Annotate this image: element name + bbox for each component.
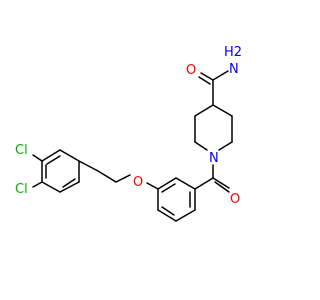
bond — [212, 177, 230, 189]
bond — [194, 141, 208, 151]
bond — [175, 209, 196, 222]
bond — [218, 141, 233, 151]
bonds — [32, 70, 233, 222]
bond — [157, 209, 177, 222]
bond — [32, 154, 43, 162]
atom-o-ether: O — [133, 175, 143, 190]
bond — [212, 70, 229, 81]
bond — [161, 183, 176, 193]
atom-n-amide: N — [229, 62, 239, 77]
bond — [198, 76, 211, 85]
bond — [59, 181, 80, 193]
bond — [46, 155, 61, 165]
bond — [41, 181, 61, 193]
atom-cl-2: Cl — [15, 182, 28, 197]
bond — [194, 104, 214, 117]
bond — [161, 206, 175, 216]
bond — [157, 177, 177, 190]
atom-o-carbonyl: O — [230, 192, 240, 207]
bond — [212, 104, 233, 117]
atom-o-amide: O — [186, 63, 196, 78]
bond — [78, 160, 99, 172]
bond — [194, 177, 214, 190]
bond — [214, 181, 230, 193]
bond — [59, 149, 80, 162]
bond — [97, 170, 117, 183]
bond — [200, 72, 214, 81]
atom-h2-amide: H2 — [224, 45, 242, 60]
molecule-structure-diagram: Cl Cl O O N O N H2 — [15, 45, 242, 222]
bond — [41, 149, 61, 162]
atom-labels: Cl Cl O O N O N H2 — [15, 45, 242, 207]
bond — [175, 177, 196, 190]
bond — [32, 181, 43, 188]
atom-cl-1: Cl — [15, 143, 28, 158]
atom-n-piperidine: N — [209, 151, 219, 166]
bond — [115, 174, 131, 183]
bond — [146, 182, 159, 190]
bond — [62, 178, 76, 188]
